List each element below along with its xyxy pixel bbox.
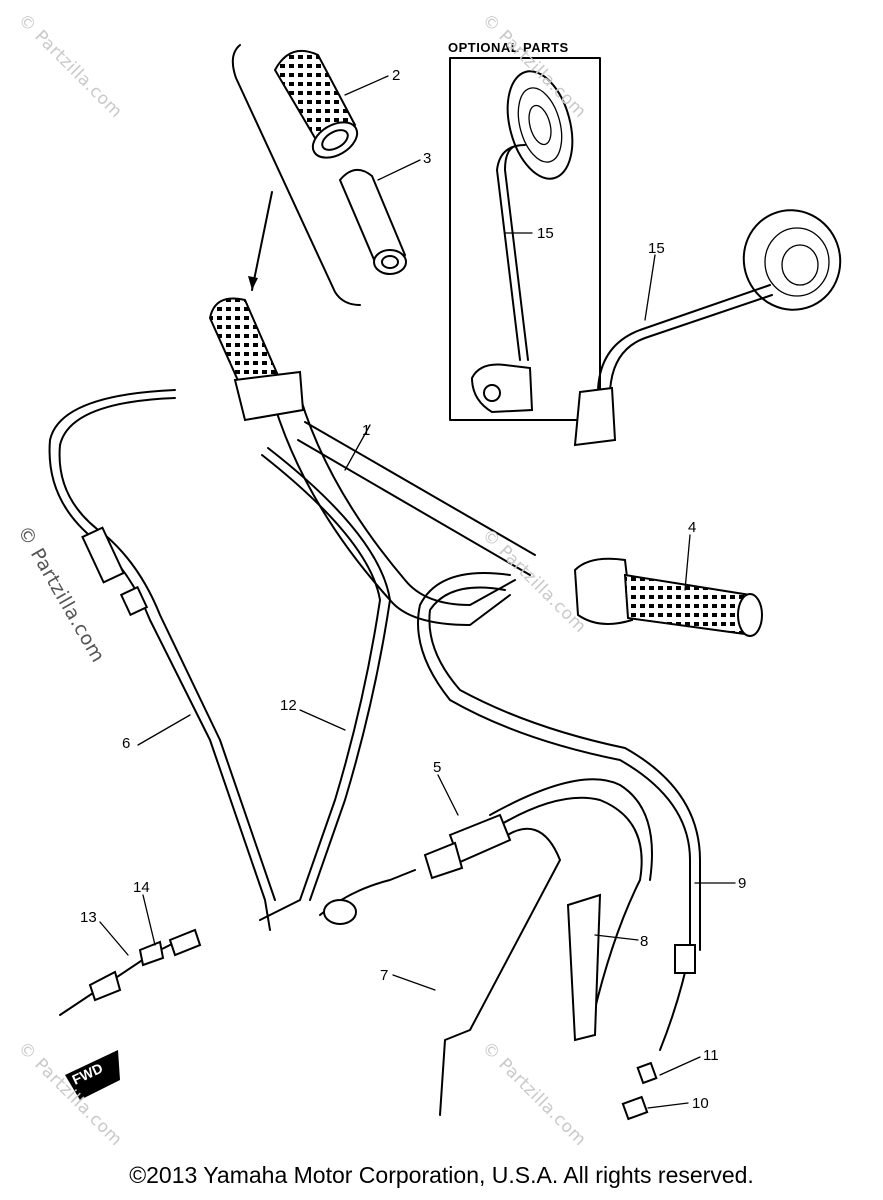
cable-part-9: [417, 572, 691, 1051]
cable-part-7: [439, 827, 561, 1116]
cable-end-part-13-14: [59, 928, 202, 1016]
callout-6: 6: [122, 735, 130, 752]
right-grip-part-4: [573, 557, 763, 637]
cable-part-12: [259, 454, 381, 921]
callout-1: 1: [362, 422, 370, 439]
cable-part-6: [48, 389, 271, 931]
callout-15-optional: 15: [537, 225, 554, 242]
callout-10: 10: [692, 1095, 709, 1112]
callout-14: 14: [133, 879, 150, 896]
optional-parts-label: OPTIONAL PARTS: [448, 40, 569, 55]
callout-5: 5: [433, 759, 441, 776]
copyright-notice: ©2013 Yamaha Motor Corporation, U.S.A. A…: [129, 1162, 754, 1188]
left-grip: [208, 297, 305, 422]
small-part-10: [621, 1095, 649, 1121]
throttle-tube-part-3: [338, 169, 407, 275]
small-part-11: [636, 1061, 658, 1085]
callout-13: 13: [80, 909, 97, 926]
mirror-part-15: [573, 209, 842, 447]
callout-11: 11: [703, 1047, 719, 1064]
optional-mirror: [470, 70, 574, 414]
cable-part-8: [499, 796, 643, 1031]
adjuster-part-5: [423, 813, 512, 880]
callout-8: 8: [640, 933, 648, 950]
callout-15: 15: [648, 240, 665, 257]
optional-parts-box: [449, 57, 601, 421]
callout-9: 9: [738, 875, 746, 892]
grip-part-2: [273, 50, 359, 159]
inset-pointer: [251, 191, 273, 291]
callout-12: 12: [280, 697, 297, 714]
inset-bracket: [231, 44, 361, 306]
callout-3: 3: [423, 150, 431, 167]
callout-4: 4: [688, 519, 696, 536]
callout-7: 7: [380, 967, 388, 984]
callout-leaders: [99, 75, 736, 1109]
callout-2: 2: [392, 67, 400, 84]
